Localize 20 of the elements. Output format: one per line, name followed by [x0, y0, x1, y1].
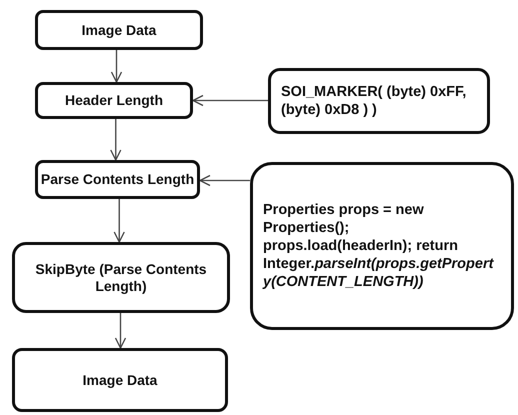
- node-label: Properties props = new Properties(); props.load(headerIn); return Integer.parseInt(props.getProperty(CONTENT_LENGTH)): [263, 200, 495, 292]
- node-label: Parse Contents Length: [40, 171, 194, 188]
- node-label: SkipByte (Parse Contents Length): [34, 260, 208, 294]
- arrow: [114, 313, 126, 349]
- node-label: Header Length: [64, 92, 163, 109]
- process-box: [35, 10, 203, 50]
- node-label: SOI_MARKER( (byte) 0xFF, (byte) 0xD8 ) ): [281, 82, 468, 120]
- node-label: Image Data: [82, 22, 156, 38]
- arrow: [114, 199, 125, 243]
- process-box: [35, 82, 193, 119]
- process-box: [12, 242, 230, 313]
- arrow: [110, 50, 122, 83]
- node-label: Image Data: [82, 372, 158, 388]
- process-box: [35, 160, 200, 199]
- arrow: [199, 174, 250, 186]
- note-box: [268, 68, 490, 134]
- arrow: [110, 119, 122, 161]
- arrow: [192, 94, 268, 106]
- note-box: [250, 162, 514, 330]
- process-box: [12, 348, 228, 412]
